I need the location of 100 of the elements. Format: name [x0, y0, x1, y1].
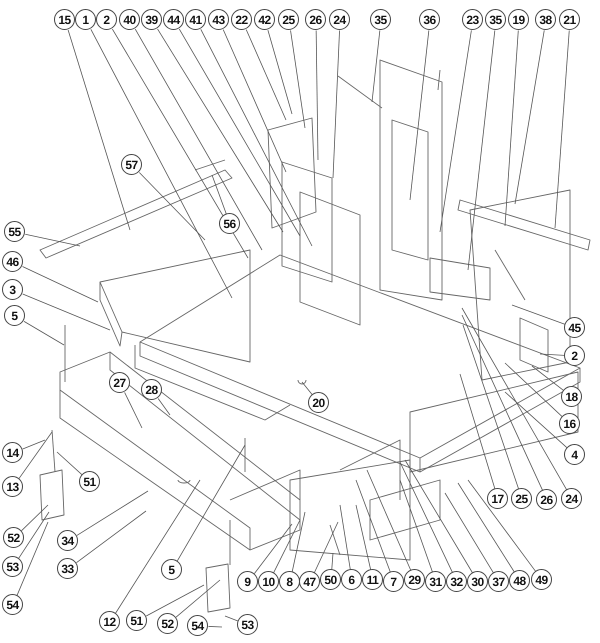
callout-number: 16	[563, 416, 576, 430]
callout-number: 54	[191, 618, 204, 632]
callout-circle	[185, 9, 206, 30]
callout-number: 25	[282, 12, 295, 26]
callout-circle	[462, 9, 483, 30]
callout-number: 39	[145, 12, 158, 26]
callout-number: 33	[61, 562, 74, 576]
leader-line	[462, 308, 568, 490]
leader-line	[222, 29, 286, 172]
callout-number: 43	[212, 12, 225, 26]
callout-number: 2	[103, 12, 110, 26]
leader-line	[468, 30, 496, 270]
callout-circle	[121, 154, 142, 175]
callout-number: 24	[333, 12, 346, 26]
leader-line	[314, 522, 338, 573]
leader-line	[158, 398, 170, 416]
leader-line	[18, 512, 50, 559]
leader-line	[340, 504, 351, 570]
callout-number: 53	[241, 618, 254, 632]
callout-number: 11	[366, 572, 378, 586]
callout-circle	[2, 594, 23, 615]
callout-number: 47	[303, 574, 316, 588]
leader-line	[68, 30, 130, 230]
leader-line	[331, 552, 334, 570]
callout-circle	[536, 489, 557, 510]
callout-number: 37	[492, 574, 505, 588]
leader-line	[24, 234, 80, 246]
callout-number: 24	[565, 492, 578, 506]
leader-line	[76, 490, 148, 536]
leader-line	[400, 462, 453, 573]
callout-number: 35	[489, 12, 502, 26]
callout-circle	[487, 488, 508, 509]
callout-number: 27	[113, 376, 126, 390]
callout-number: 19	[512, 12, 525, 26]
leader-line	[115, 480, 200, 614]
callout-circle	[564, 345, 585, 366]
leader-line	[468, 480, 536, 572]
callout-number: 41	[189, 12, 202, 26]
leader-line	[400, 480, 433, 572]
callout-circle	[2, 556, 23, 577]
callout-number: 20	[312, 396, 325, 410]
leader-line	[18, 432, 52, 479]
leader-line	[444, 492, 494, 574]
callout-circle	[187, 615, 208, 636]
callout-circle	[2, 279, 23, 300]
leader-line	[22, 440, 46, 450]
callout-circle	[208, 9, 229, 30]
callout-number: 35	[374, 12, 387, 26]
callout-number: 38	[539, 12, 552, 26]
callout-number: 52	[7, 530, 20, 544]
callout-number: 36	[423, 12, 436, 26]
callout-number: 22	[235, 12, 248, 26]
callout-circle	[141, 9, 162, 30]
leader-line	[268, 30, 292, 114]
callout-circle	[109, 372, 130, 393]
callout-number: 40	[123, 12, 136, 26]
callout-circle	[54, 9, 75, 30]
callout-number: 7	[390, 574, 397, 588]
callout-circle	[446, 571, 467, 592]
callout-circle	[559, 9, 580, 30]
callout-circle	[254, 9, 275, 30]
leader-line	[200, 28, 312, 246]
leader-line	[532, 366, 564, 391]
callout-circle	[320, 569, 341, 590]
leader-line	[178, 28, 300, 236]
leader-line	[316, 30, 318, 160]
callout-circle	[299, 571, 320, 592]
leader-line	[404, 460, 473, 574]
callout-number: 4	[571, 448, 578, 462]
leader-line	[462, 324, 520, 490]
callout-circle	[279, 571, 300, 592]
callout-circle	[425, 571, 446, 592]
leader-line	[146, 584, 204, 616]
leader-line	[512, 304, 566, 325]
callout-number: 28	[145, 382, 158, 396]
callout-circle	[163, 9, 184, 30]
callout-circle	[99, 611, 120, 632]
callout-circle	[4, 221, 25, 242]
callout-number: 6	[348, 572, 355, 586]
leader-line	[224, 616, 239, 622]
callout-number: 48	[513, 574, 526, 588]
callout-circle	[57, 558, 78, 579]
leader-line	[356, 480, 391, 573]
callout-circle	[535, 9, 556, 30]
callout-circle	[161, 559, 182, 580]
callout-number: 25	[515, 492, 528, 506]
callout-number: 13	[6, 480, 19, 494]
callout-circle	[419, 9, 440, 30]
callout-number: 30	[471, 574, 484, 588]
callout-number: 5	[168, 562, 175, 576]
leader-line	[292, 512, 306, 572]
leader-line	[124, 392, 142, 428]
callout-circle	[157, 613, 178, 634]
callout-circle	[96, 9, 117, 30]
callout-circle	[564, 444, 585, 465]
callout-circle	[4, 305, 25, 326]
leader-line	[540, 354, 565, 356]
leader-line	[504, 30, 519, 226]
callout-circle	[308, 392, 329, 413]
callout-circle	[508, 9, 529, 30]
